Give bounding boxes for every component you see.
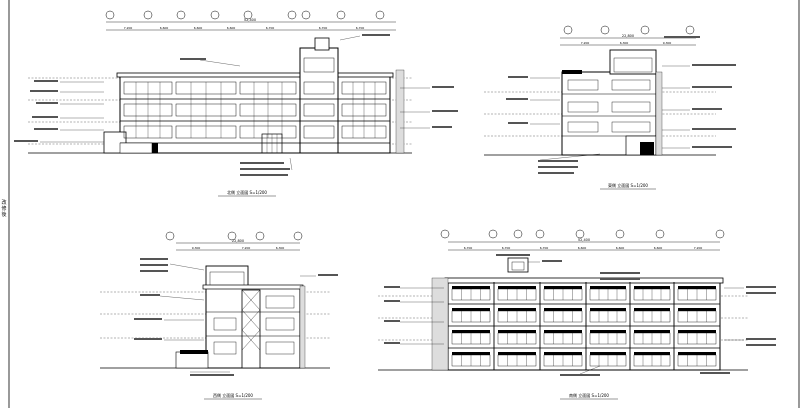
svg-text:6,600: 6,600: [160, 26, 169, 30]
west-elevation: 22,800 9,300 7,200 6,300: [100, 231, 338, 400]
east-span-dim: 6,300: [620, 41, 629, 45]
east-elevation: 22,800 7,200 6,300 9,300: [484, 25, 736, 190]
window-head: [452, 308, 490, 311]
south-span-dim: 6,600: [654, 246, 663, 250]
window-head: [544, 330, 582, 333]
svg-text:7,200: 7,200: [124, 26, 133, 30]
window-head: [634, 286, 670, 289]
window-head: [544, 308, 582, 311]
south-span-dim: 6,700: [464, 246, 473, 250]
window-head: [590, 352, 626, 355]
window-head: [452, 330, 490, 333]
window-head: [498, 330, 536, 333]
west-overall-dim: 22,800: [232, 239, 244, 243]
south-span-dim: 6,700: [502, 246, 511, 250]
window-head: [452, 352, 490, 355]
window-head: [634, 308, 670, 311]
svg-text:6,700: 6,700: [266, 26, 275, 30]
window-head: [498, 308, 536, 311]
north-overall-dim: 52,400: [244, 18, 256, 22]
window-head: [590, 330, 626, 333]
window-head: [452, 286, 490, 289]
svg-text:6,600: 6,600: [227, 26, 236, 30]
south-span-dim: 6,600: [578, 246, 587, 250]
window-head: [544, 352, 582, 355]
window-head: [498, 352, 536, 355]
window-head: [590, 286, 626, 289]
east-overall-dim: 22,800: [622, 34, 634, 38]
window-head: [678, 308, 716, 311]
south-elevation: 52,400 6,700 6,700 6,700 6,600 6,600 6,6…: [378, 229, 776, 400]
west-span-dim: 7,200: [242, 246, 251, 250]
north-elevation: 52,400 7,200 6,600 6,600 6,600 6,700 6,7…: [14, 10, 458, 197]
window-head: [634, 330, 670, 333]
north-grid-bubbles: [105, 10, 385, 20]
north-span-dims: 7,200 6,600 6,600 6,600 6,700 6,700 6,70…: [124, 26, 365, 30]
svg-text:6,700: 6,700: [356, 26, 365, 30]
south-elevation-caption: 南側 立面図 S=1/200: [569, 392, 609, 398]
window-head: [498, 286, 536, 289]
window-head: [590, 308, 626, 311]
window-head: [678, 330, 716, 333]
south-span-dim: 6,600: [616, 246, 625, 250]
window-head: [634, 352, 670, 355]
north-elevation-caption: 北側 立面図 S=1/200: [227, 189, 267, 195]
south-span-dim: 7,200: [694, 246, 703, 250]
window-head: [678, 352, 716, 355]
east-span-dim: 7,200: [581, 41, 590, 45]
south-span-dim: 6,700: [540, 246, 549, 250]
east-elevation-caption: 東側 立面図 S=1/200: [608, 182, 648, 188]
window-head: [678, 286, 716, 289]
east-span-dim: 9,300: [663, 41, 672, 45]
svg-text:6,600: 6,600: [194, 26, 203, 30]
window-head: [544, 286, 582, 289]
svg-text:6,700: 6,700: [319, 26, 328, 30]
west-span-dim: 9,300: [192, 246, 201, 250]
west-elevation-caption: 西側 立面図 S=1/200: [213, 392, 253, 398]
west-span-dim: 6,300: [276, 246, 285, 250]
margin-label: 改修後: [1, 200, 7, 218]
south-overall-dim: 52,400: [578, 238, 590, 242]
